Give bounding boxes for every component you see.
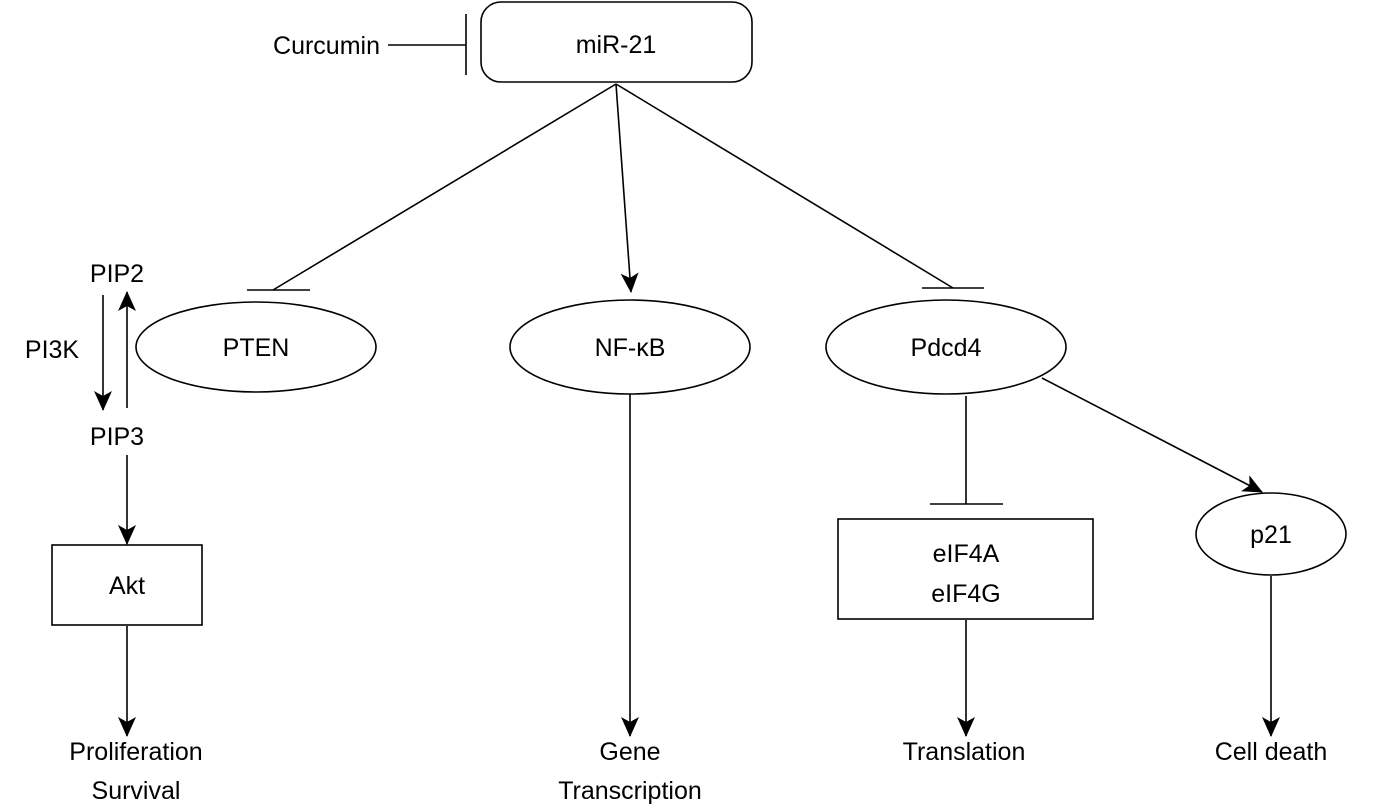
mir21-node — [480, 1, 753, 83]
gene-label: Gene — [599, 738, 660, 766]
eif4-node — [837, 518, 1094, 620]
curcumin-label: Curcumin — [273, 32, 380, 60]
pip3-label: PIP3 — [90, 423, 144, 451]
pi3k-label: PI3K — [25, 336, 80, 364]
nfkb-label: NF-κB — [595, 334, 666, 362]
pdcd4-to-p21-arrow — [1041, 377, 1263, 493]
mir21-pdcd4-inhibition-edge — [615, 83, 954, 289]
pten-label: PTEN — [223, 334, 290, 362]
pdcd4-node — [825, 299, 1067, 395]
mir21-label: miR-21 — [576, 31, 657, 59]
p21-node — [1195, 492, 1347, 576]
pdcd4-label: Pdcd4 — [911, 334, 982, 362]
mir21-nfkb-activation-edge — [615, 83, 639, 293]
akt-node — [51, 544, 203, 626]
p21-label: p21 — [1250, 521, 1292, 549]
proliferation-label: Proliferation — [69, 738, 202, 766]
akt-label: Akt — [109, 572, 145, 600]
eif4a-label: eIF4A — [933, 540, 1000, 568]
cell-death-label: Cell death — [1215, 738, 1328, 766]
eif4g-label: eIF4G — [931, 580, 1000, 608]
translation-label: Translation — [903, 738, 1026, 766]
mir21-pten-inhibition-edge — [272, 83, 617, 291]
pip2-label: PIP2 — [90, 260, 144, 288]
transcription-label: Transcription — [558, 777, 702, 805]
survival-label: Survival — [92, 777, 181, 805]
pten-node — [135, 301, 377, 393]
